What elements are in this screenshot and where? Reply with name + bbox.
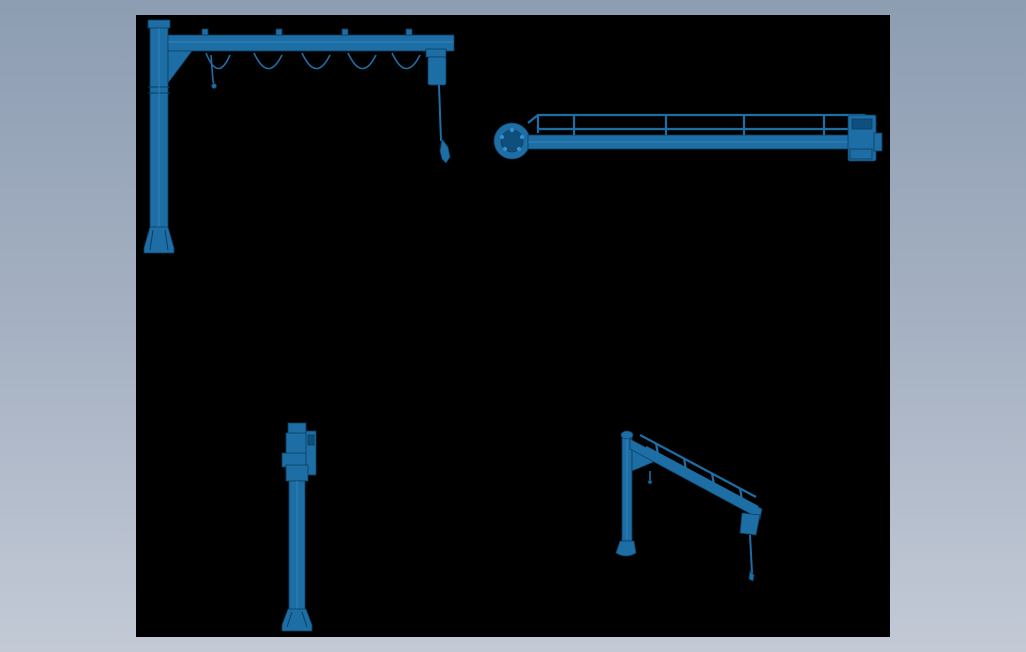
side-gusset-2	[301, 611, 308, 628]
iso-base	[615, 540, 637, 557]
front-gusset-2	[164, 229, 169, 251]
iso-rail-post-3	[710, 472, 716, 486]
top-view[interactable]	[493, 113, 883, 162]
front-cable-trolley-2	[275, 28, 283, 36]
iso-rail-post-2	[682, 457, 688, 471]
front-gusset-1	[149, 229, 154, 251]
front-view[interactable]	[143, 19, 455, 254]
top-hoist-motor	[851, 118, 873, 130]
front-hoist-chain	[438, 84, 442, 142]
iso-pendant	[647, 479, 653, 485]
front-base	[143, 226, 175, 254]
iso-rail-post-1	[654, 442, 660, 456]
side-collar	[285, 464, 309, 482]
top-hoist-gear	[849, 148, 873, 160]
front-festoon-cable	[205, 52, 421, 70]
isometric-view[interactable]	[615, 430, 763, 582]
top-bolt-1	[509, 127, 515, 133]
iso-hoist-chain	[749, 534, 753, 574]
front-cable-trolley-4	[405, 28, 413, 36]
front-hoist-body	[427, 56, 447, 86]
front-boom	[167, 34, 455, 52]
iso-pillar-cap	[620, 430, 634, 440]
iso-rail	[639, 434, 759, 508]
top-bolt-4	[502, 146, 508, 152]
side-hoist-body	[285, 432, 309, 456]
top-bolt-2	[519, 134, 525, 140]
front-cable-plug	[211, 83, 217, 89]
side-boom-end	[305, 430, 317, 476]
iso-hook	[748, 570, 755, 582]
front-cable-hanger	[210, 54, 216, 88]
front-hook	[439, 138, 451, 164]
front-cable-trolley-1	[201, 28, 209, 36]
front-trolley	[425, 48, 447, 58]
top-end-stop	[873, 132, 883, 152]
cad-viewport[interactable]	[136, 15, 890, 637]
top-bolt-5	[499, 134, 505, 140]
side-motor	[307, 434, 315, 446]
side-base	[281, 608, 313, 632]
iso-hoist	[739, 512, 761, 536]
side-gusset-1	[286, 611, 293, 628]
front-pillar-cap	[147, 19, 171, 29]
iso-rail-post-4	[738, 487, 744, 501]
front-cable-trolley-3	[341, 28, 349, 36]
side-view[interactable]	[281, 422, 317, 632]
top-cable-rail	[527, 113, 874, 135]
top-bolt-3	[516, 146, 522, 152]
cad-drawing	[143, 19, 883, 632]
